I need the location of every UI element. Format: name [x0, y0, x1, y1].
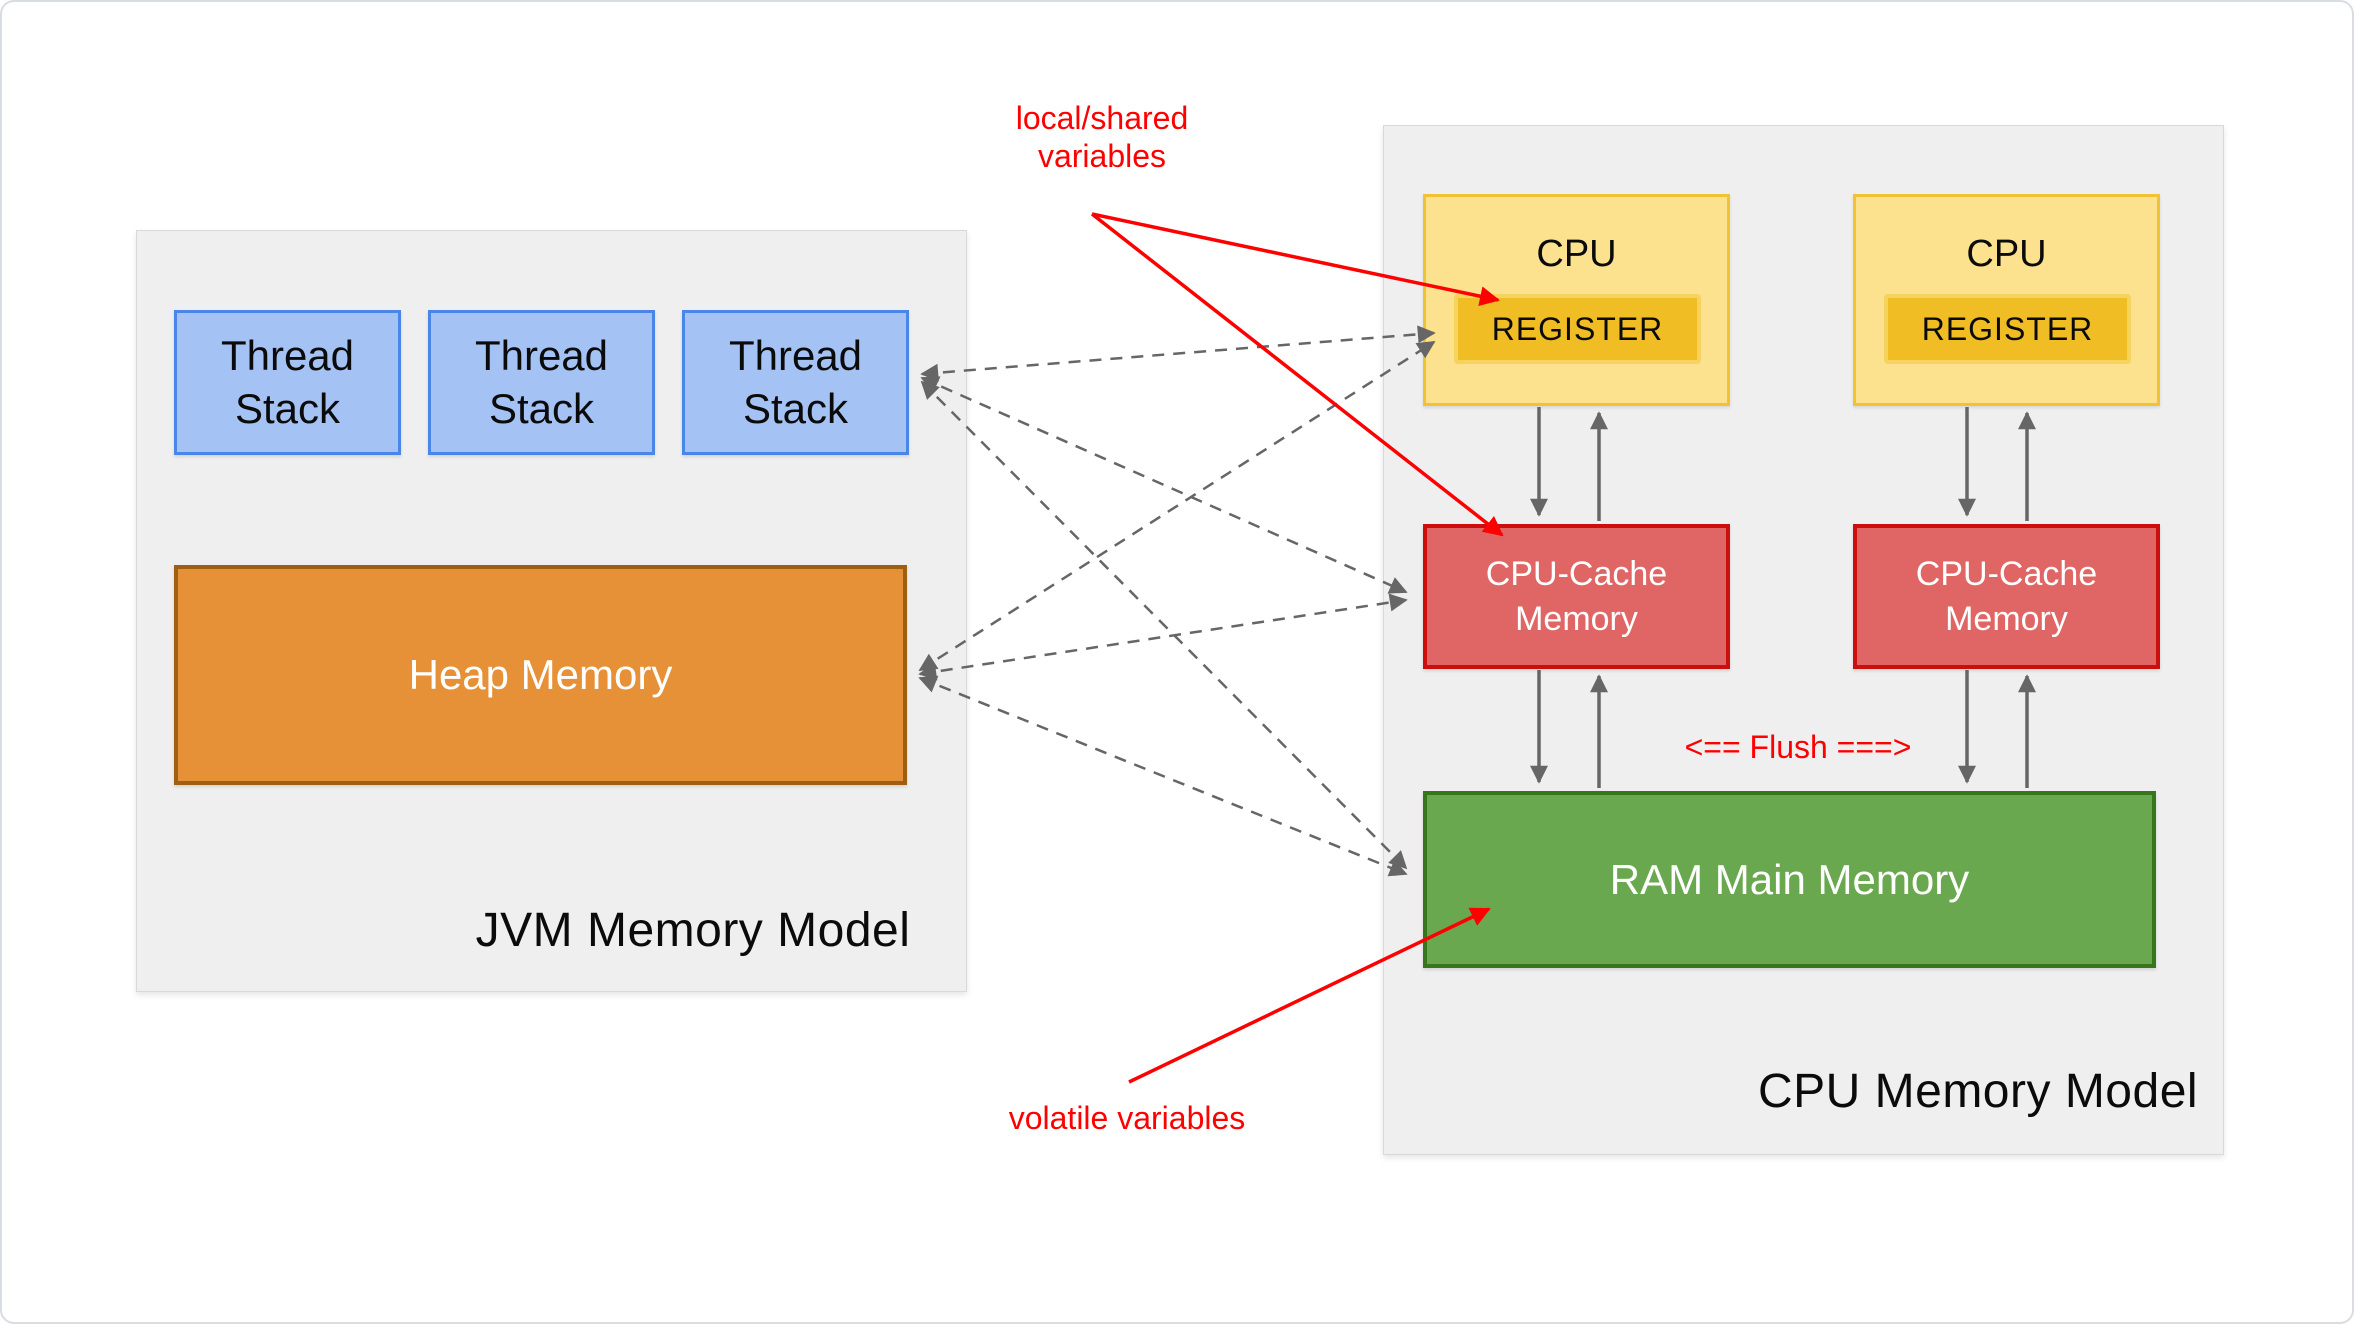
cpu-cache-box-1: CPU-Cache Memory: [1423, 524, 1730, 669]
cpu-box-2: CPU REGISTER: [1853, 194, 2160, 406]
thread-stack-label: Thread Stack: [728, 332, 863, 432]
cpu-box-1: CPU REGISTER: [1423, 194, 1730, 406]
jvm-memory-model-panel: Thread Stack Thread Stack Thread Stack H…: [136, 230, 967, 992]
heap-memory-box: Heap Memory: [174, 565, 907, 785]
ram-main-memory-label: RAM Main Memory: [1609, 855, 1970, 903]
dashed-arrow-threadstack-cache: [920, 376, 1408, 594]
thread-stack-label: Thread Stack: [474, 332, 609, 432]
local-shared-variables-annotation: local/shared variables: [1015, 100, 1189, 174]
cpu-label: CPU: [1536, 233, 1617, 275]
cpu-cache-label: CPU-Cache Memory: [1915, 555, 2098, 638]
register-box-1: REGISTER: [1454, 294, 1701, 364]
register-box-2: REGISTER: [1884, 294, 2131, 364]
dashed-arrow-threadstack-register: [920, 325, 1436, 382]
register-label: REGISTER: [1921, 310, 2094, 347]
cpu-cache-box-2: CPU-Cache Memory: [1853, 524, 2160, 669]
cpu-label: CPU: [1966, 233, 2047, 275]
dashed-arrow-heap-cache: [918, 593, 1408, 681]
dashed-arrow-heap-register: [918, 340, 1436, 672]
thread-stack-box-2: Thread Stack: [428, 310, 655, 455]
volatile-variables-annotation: volatile variables: [1008, 1100, 1246, 1136]
ram-main-memory-box: RAM Main Memory: [1423, 791, 2156, 968]
flush-annotation: <== Flush ===>: [1684, 729, 1912, 765]
cpu-memory-model-panel: CPU REGISTER CPU REGISTER CPU-Cache Memo…: [1383, 125, 2224, 1155]
thread-stack-label: Thread Stack: [220, 332, 355, 432]
cpu-panel-title: CPU Memory Model: [1757, 1065, 2199, 1118]
dashed-arrow-heap-ram: [918, 675, 1408, 877]
thread-stack-box-3: Thread Stack: [682, 310, 909, 455]
cpu-cache-label: CPU-Cache Memory: [1485, 555, 1668, 638]
jvm-panel-title: JVM Memory Model: [475, 904, 911, 957]
dashed-arrow-threadstack-ram: [920, 380, 1408, 870]
dashed-connector-group: [918, 325, 1436, 877]
thread-stack-box-1: Thread Stack: [174, 310, 401, 455]
register-label: REGISTER: [1491, 310, 1664, 347]
heap-memory-label: Heap Memory: [408, 651, 673, 698]
